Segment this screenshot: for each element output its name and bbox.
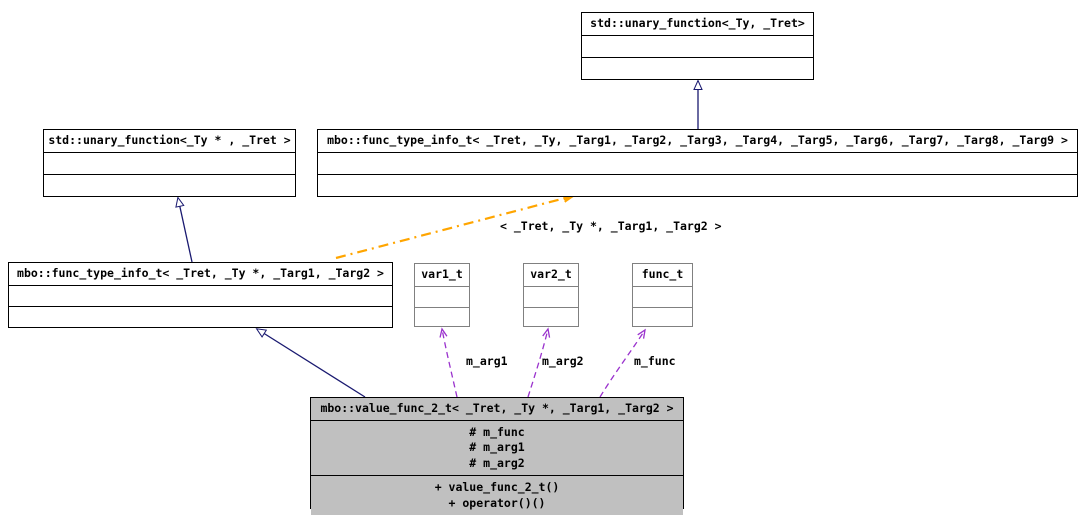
operations-compartment (44, 175, 295, 196)
compartment-separator (318, 151, 1077, 153)
class-node-std-unary-function-typtr-tret[interactable]: std::unary_function<_Ty * , _Tret > (43, 129, 296, 197)
compartment-separator (9, 284, 392, 286)
class-title: var2_t (530, 267, 572, 281)
class-node-std-unary-function-ty-tret[interactable]: std::unary_function<_Ty, _Tret> (581, 12, 814, 80)
compartment-separator (582, 56, 813, 58)
attributes-compartment (318, 153, 1077, 174)
edge-label-m-func: m_func (634, 354, 676, 368)
operations-compartment (633, 308, 692, 328)
attributes-compartment (633, 287, 692, 307)
class-title: func_t (641, 267, 684, 281)
attributes-compartment (9, 286, 392, 306)
edge-label-m-arg1: m_arg1 (466, 354, 508, 368)
edge-inheritance-to-func-type-info-2 (255, 328, 366, 398)
edge-label-m-arg2: m_arg2 (542, 354, 584, 368)
compartment-separator (311, 475, 683, 476)
compartment-separator (633, 285, 692, 287)
operation-item: + value_func_2_t() (434, 480, 560, 494)
attributes-compartment (524, 287, 578, 307)
attributes-compartment: # m_func # m_arg1 # m_arg2 (311, 420, 683, 475)
edge-usage-m-arg1 (439, 327, 458, 398)
compartment-separator (633, 306, 692, 308)
compartment-separator (44, 151, 295, 153)
class-node-mbo-func-type-info-t-9[interactable]: mbo::func_type_info_t< _Tret, _Ty, _Targ… (317, 129, 1078, 197)
compartment-separator (318, 173, 1077, 175)
compartment-separator (582, 34, 813, 36)
operations-compartment: + value_func_2_t() + operator()() (311, 476, 683, 515)
class-title: std::unary_function<_Ty, _Tret> (590, 16, 805, 30)
compartment-separator (415, 285, 469, 287)
edge-inheritance-to-unary-function-typtr-tret (175, 196, 193, 263)
attributes-compartment (415, 287, 469, 307)
attribute-item: # m_arg2 (469, 455, 525, 470)
operation-item: + operator()() (448, 495, 546, 510)
operations-compartment (524, 308, 578, 328)
class-node-var1-t[interactable]: var1_t (414, 263, 470, 327)
class-node-func-t[interactable]: func_t (632, 263, 693, 327)
compartment-separator (524, 285, 578, 287)
edge-label-template-instantiation: < _Tret, _Ty *, _Targ1, _Targ2 > (500, 219, 722, 233)
compartment-separator (311, 419, 683, 421)
class-node-var2-t[interactable]: var2_t (523, 263, 579, 327)
attribute-item: # m_func (469, 424, 525, 439)
class-node-mbo-func-type-info-t-2[interactable]: mbo::func_type_info_t< _Tret, _Ty *, _Ta… (8, 262, 393, 328)
class-title: mbo::value_func_2_t< _Tret, _Ty *, _Targ… (311, 398, 683, 420)
class-title: mbo::func_type_info_t< _Tret, _Ty *, _Ta… (17, 266, 384, 280)
class-title: std::unary_function<_Ty * , _Tret > (48, 133, 291, 147)
class-title: mbo::func_type_info_t< _Tret, _Ty, _Targ… (327, 133, 1068, 147)
compartment-separator (9, 305, 392, 307)
class-title: var1_t (421, 267, 463, 281)
attribute-item: # m_arg1 (469, 440, 525, 454)
attributes-compartment (44, 153, 295, 174)
class-node-mbo-value-func-2-t[interactable]: mbo::value_func_2_t< _Tret, _Ty *, _Targ… (310, 397, 684, 515)
attributes-compartment (582, 36, 813, 57)
compartment-separator (44, 173, 295, 175)
operations-compartment (318, 175, 1077, 196)
operations-compartment (582, 58, 813, 79)
operations-compartment (415, 308, 469, 328)
compartment-separator (524, 306, 578, 308)
operations-compartment (9, 307, 392, 327)
compartment-separator (415, 306, 469, 308)
